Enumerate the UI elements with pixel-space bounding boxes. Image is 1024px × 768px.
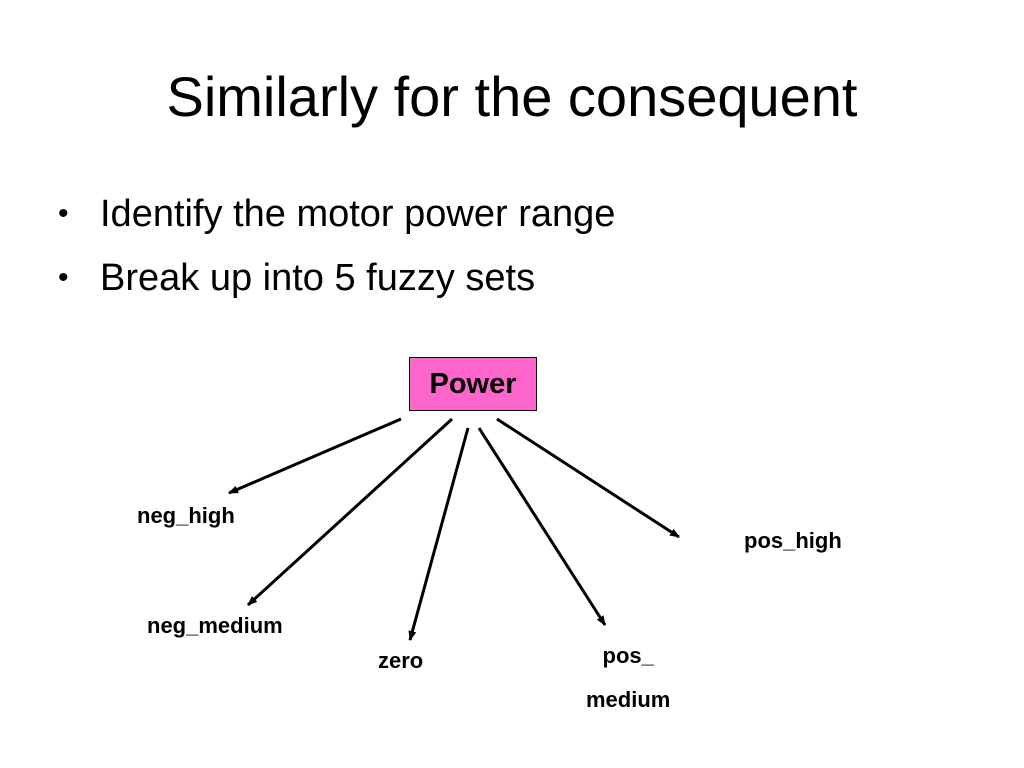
power-node: Power bbox=[409, 357, 537, 411]
bullet-list: • Identify the motor power range • Break… bbox=[58, 190, 615, 318]
slide-title: Similarly for the consequent bbox=[166, 65, 858, 128]
bullet-marker: • bbox=[58, 197, 69, 230]
bullet-item: • Identify the motor power range bbox=[58, 190, 615, 238]
neg-high-label: neg_high bbox=[137, 503, 235, 528]
pos-high-label: pos_high bbox=[744, 528, 842, 553]
arrow-to-pos-high bbox=[496, 417, 680, 539]
bullet-text: Identify the motor power range bbox=[100, 193, 616, 235]
bullet-item: • Break up into 5 fuzzy sets bbox=[58, 254, 615, 302]
zero-label: zero bbox=[378, 648, 424, 673]
arrow-to-neg-high bbox=[228, 417, 402, 495]
pos-medium-label: pos_ medium bbox=[586, 634, 670, 722]
neg-medium-label: neg_medium bbox=[147, 613, 283, 638]
bullet-marker: • bbox=[58, 261, 69, 294]
arrow-to-neg-medium bbox=[246, 417, 454, 607]
arrow-to-zero bbox=[408, 427, 470, 641]
pos-medium-label-line2: medium bbox=[586, 687, 671, 712]
bullet-text: Break up into 5 fuzzy sets bbox=[100, 257, 536, 299]
arrow-to-pos-medium bbox=[477, 427, 607, 626]
pos-medium-label-line1: pos_ bbox=[602, 643, 654, 668]
